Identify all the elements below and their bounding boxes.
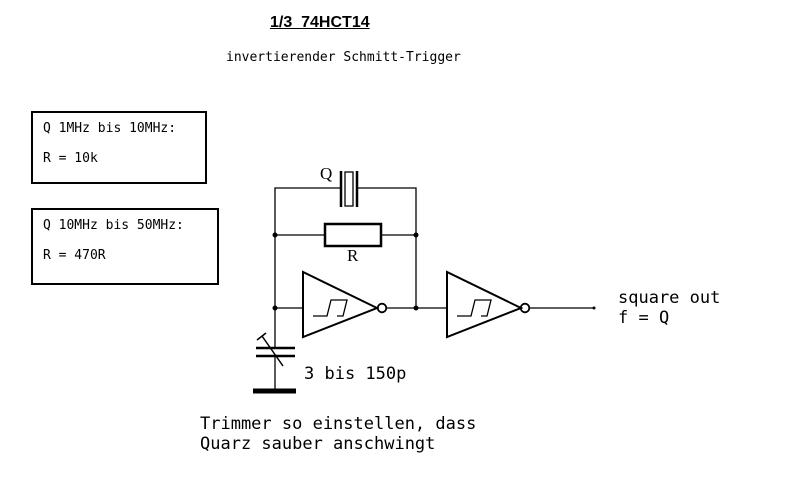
schmitt-inverter-1	[302, 270, 388, 339]
note-line: R = 470R	[43, 248, 106, 263]
trimmer-value: 3 bis 150p	[304, 364, 407, 384]
subtitle: invertierender Schmitt-Trigger	[226, 50, 461, 65]
trimmer-capacitor-icon	[256, 332, 295, 367]
output-label: square out	[618, 288, 721, 308]
junction-dots	[272, 232, 596, 311]
note-box-low-frequency: Q 1MHz bis 10MHz: R = 10k	[31, 111, 207, 184]
instruction-line: Quarz sauber anschwingt	[200, 434, 436, 454]
schmitt-inverter-2	[446, 270, 531, 339]
instruction-line: Trimmer so einstellen, dass	[200, 414, 477, 434]
output-frequency: f = Q	[618, 308, 670, 328]
page-title: 1/3 74HCT14	[270, 14, 370, 31]
resistor-label: R	[347, 246, 359, 265]
crystal-icon	[339, 171, 359, 207]
note-line: Q 10MHz bis 50MHz:	[43, 218, 184, 233]
note-line: R = 10k	[43, 151, 98, 166]
crystal-label: Q	[320, 164, 333, 183]
resistor-icon	[323, 222, 383, 248]
note-box-high-frequency: Q 10MHz bis 50MHz: R = 470R	[31, 208, 219, 285]
wires	[274, 187, 594, 391]
note-line: Q 1MHz bis 10MHz:	[43, 121, 177, 136]
